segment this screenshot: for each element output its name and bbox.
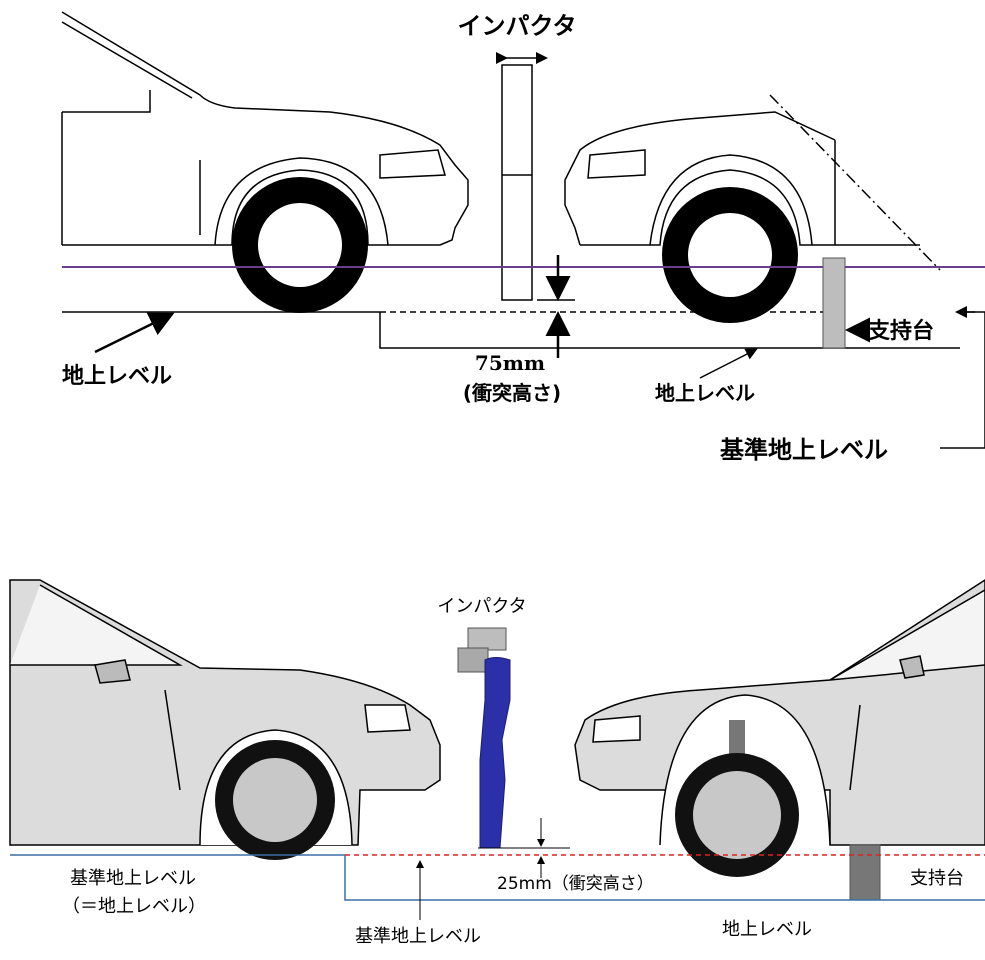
top-impact-height-markers	[537, 255, 575, 358]
bottom-impactor	[457, 627, 511, 849]
top-impact-height-value: 75mm	[475, 351, 545, 375]
top-reference-ground-label: 基準地上レベル	[720, 436, 888, 464]
bottom-ref-ground-center-label: 基準地上レベル	[355, 926, 481, 947]
bottom-support-stand	[849, 844, 881, 901]
top-impact-height-note: (衝突高さ)	[463, 381, 561, 405]
top-right-car	[564, 94, 941, 271]
bottom-right-wheel	[675, 753, 799, 877]
bottom-ref-ground-left-label-2: （＝地上レベル）	[62, 896, 206, 917]
bottom-left-wheel	[215, 740, 335, 860]
bottom-ground-lines	[10, 854, 985, 901]
top-ground-right-label: 地上レベル	[655, 381, 755, 405]
top-ground-right-arrow	[699, 348, 758, 379]
bottom-support-label: 支持台	[910, 868, 964, 889]
top-left-car	[61, 11, 469, 246]
top-ground-left-arrow	[94, 312, 175, 354]
top-impactor	[501, 64, 533, 301]
top-ground-lines	[62, 311, 960, 349]
bottom-ground-right-label: 地上レベル	[722, 919, 812, 940]
top-support-stand	[822, 257, 846, 349]
bottom-impact-height-markers	[478, 818, 570, 878]
bottom-ref-ground-left-label-1: 基準地上レベル	[70, 868, 196, 889]
top-diagram: インパクタ 地上レベル 75mm (衝突高さ	[61, 11, 985, 464]
top-left-wheel	[232, 177, 368, 313]
top-support-label: 支持台	[868, 318, 934, 344]
bottom-impact-height-label: 25mm（衝突高さ）	[497, 874, 654, 894]
top-reference-bracket	[940, 306, 985, 449]
top-ground-left-label: 地上レベル	[62, 364, 172, 389]
top-impactor-label: インパクタ	[457, 12, 576, 40]
bottom-impactor-label: インパクタ	[437, 596, 526, 617]
bottom-diagram: インパクタ 基準地上レベル （＝地上レベル） 25mm（衝突高さ） 基準地上レベ…	[9, 579, 985, 947]
top-right-wheel	[662, 187, 798, 323]
